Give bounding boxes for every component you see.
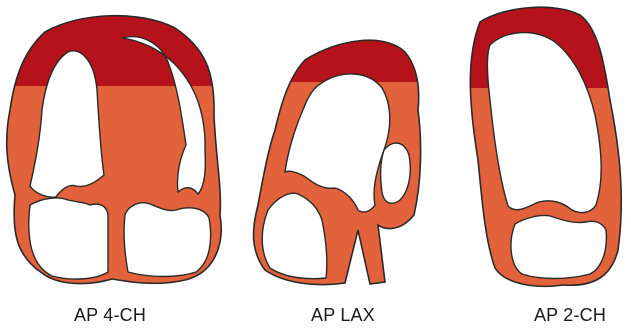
ap-4ch-heart (0, 0, 240, 300)
ap-4ch-right-atrium-cavity (124, 203, 211, 277)
ap-lax-heart (240, 0, 440, 300)
ap-2ch-left-atrium-cavity (511, 215, 606, 278)
ap-4ch-left-atrium-cavity (29, 198, 108, 279)
ap-4ch-label: AP 4-CH (74, 305, 146, 326)
ap-2ch-heart (450, 0, 631, 300)
ap-4ch-apex (0, 0, 240, 86)
ap-lax-label: AP LAX (311, 305, 375, 326)
ap-2ch-label: AP 2-CH (534, 305, 606, 326)
ap-lax-apex (240, 0, 440, 82)
